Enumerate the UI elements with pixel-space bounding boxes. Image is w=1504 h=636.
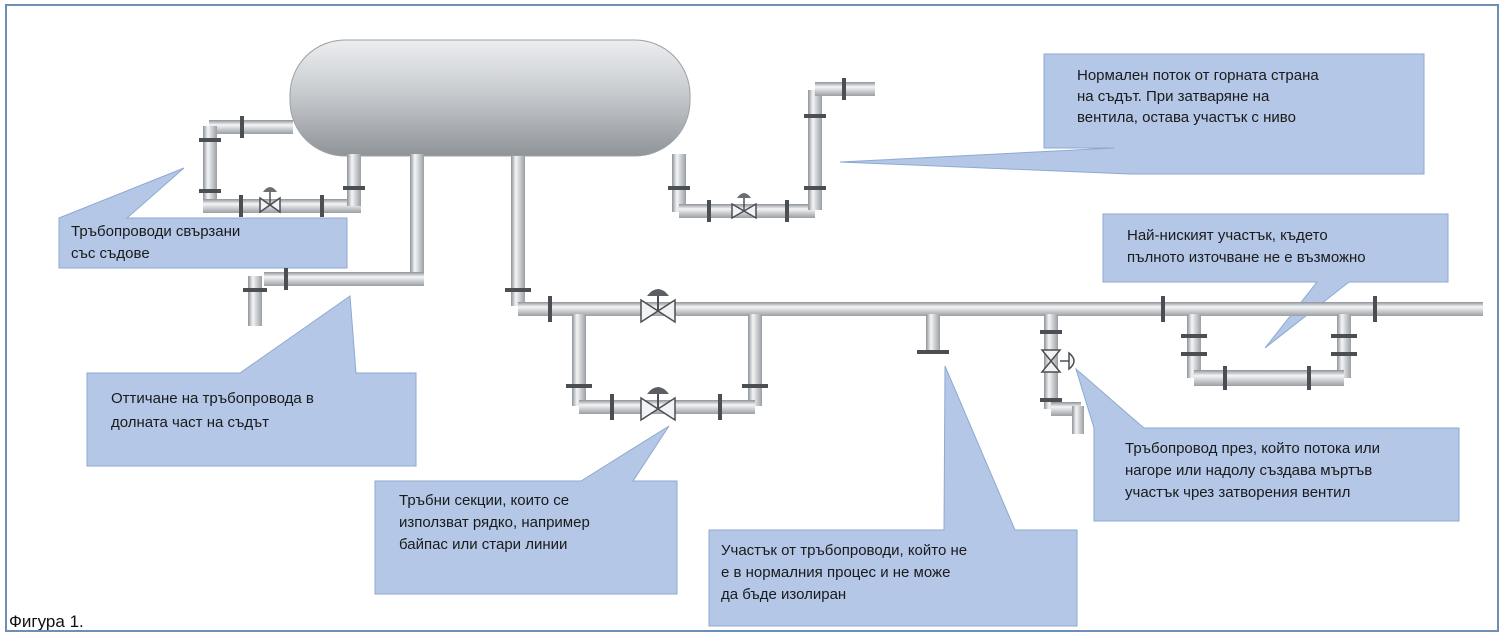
callout-normal-flow: Нормален поток от горната страна на съдъ… xyxy=(1077,67,1323,126)
callout-normal-flow-line-2: на съдът. При затваряне на xyxy=(1077,88,1270,105)
callout-rare-sections: Тръбни секции, които се използват рядко,… xyxy=(399,492,594,553)
callout-vessel-pipes: Тръбопроводи свързани със съдове xyxy=(71,223,244,262)
low-u-section-pipe xyxy=(1181,314,1357,390)
vessel xyxy=(289,39,691,157)
callout-non-isolated-line-2: е в нормалния процес и не може xyxy=(721,564,950,581)
callout-bubble-bottom-drain xyxy=(86,295,417,467)
vessel-side-loop-pipe xyxy=(199,116,365,217)
callout-vessel-pipes-line-2: със съдове xyxy=(71,245,150,262)
callout-bubble-rare-sections xyxy=(374,425,678,595)
callout-bottom-drain-line-1: Оттичане на тръбопровода в xyxy=(111,390,314,407)
callout-rare-sections-line-3: байпас или стари линии xyxy=(399,536,567,553)
callout-bubble-normal-flow xyxy=(839,53,1425,175)
callout-valve-dead-leg-line-1: Тръбопровод през, който потока или xyxy=(1125,440,1380,457)
callout-valve-dead-leg: Тръбопровод през, който потока или нагор… xyxy=(1125,440,1384,501)
bypass-loop-pipe xyxy=(566,314,768,422)
callout-normal-flow-line-3: вентила, остава участък с ниво xyxy=(1077,109,1296,126)
callout-rare-sections-line-2: използват рядко, например xyxy=(399,514,590,531)
main-pipe xyxy=(505,156,1483,324)
callout-valve-dead-leg-line-2: нагоре или надолу създава мъртъв xyxy=(1125,462,1372,479)
bottom-drain-pipe xyxy=(243,154,424,326)
callout-bottom-drain: Оттичане на тръбопровода в долната част … xyxy=(111,390,318,431)
valve-branch-pipe xyxy=(1040,314,1084,434)
callout-non-isolated-line-3: да бъде изолиран xyxy=(721,586,846,603)
callout-rare-sections-line-1: Тръбни секции, които се xyxy=(399,492,569,509)
callout-lowest-section-line-1: Най-ниският участък, където xyxy=(1127,227,1328,244)
callout-lowest-section: Най-ниският участък, където пълното изто… xyxy=(1127,227,1366,266)
callout-vessel-pipes-line-1: Тръбопроводи свързани xyxy=(71,223,240,240)
capped-tee xyxy=(917,314,949,354)
callout-bottom-drain-line-2: долната част на съдът xyxy=(111,414,269,431)
callout-lowest-section-line-2: пълното източване не е възможно xyxy=(1127,249,1366,266)
callout-valve-dead-leg-line-3: участък чрез затворения вентил xyxy=(1125,484,1350,501)
callout-bubble-non-isolated xyxy=(708,365,1078,627)
callout-non-isolated: Участък от тръбопроводи, който не е в но… xyxy=(721,542,971,603)
callout-non-isolated-line-1: Участък от тръбопроводи, който не xyxy=(721,542,967,559)
figure-caption: Фигура 1. xyxy=(9,612,84,631)
callout-bubble-valve-dead-leg xyxy=(1075,367,1460,522)
callout-normal-flow-line-1: Нормален поток от горната страна xyxy=(1077,67,1319,84)
upper-right-pipe xyxy=(668,78,875,222)
piping-dead-legs-diagram: Тръбопроводи свързани със съдове Нормале… xyxy=(58,39,1483,627)
diagram-frame: Тръбопроводи свързани със съдове Нормале… xyxy=(5,4,1499,632)
callout-bubble-vessel-pipes xyxy=(58,167,348,269)
